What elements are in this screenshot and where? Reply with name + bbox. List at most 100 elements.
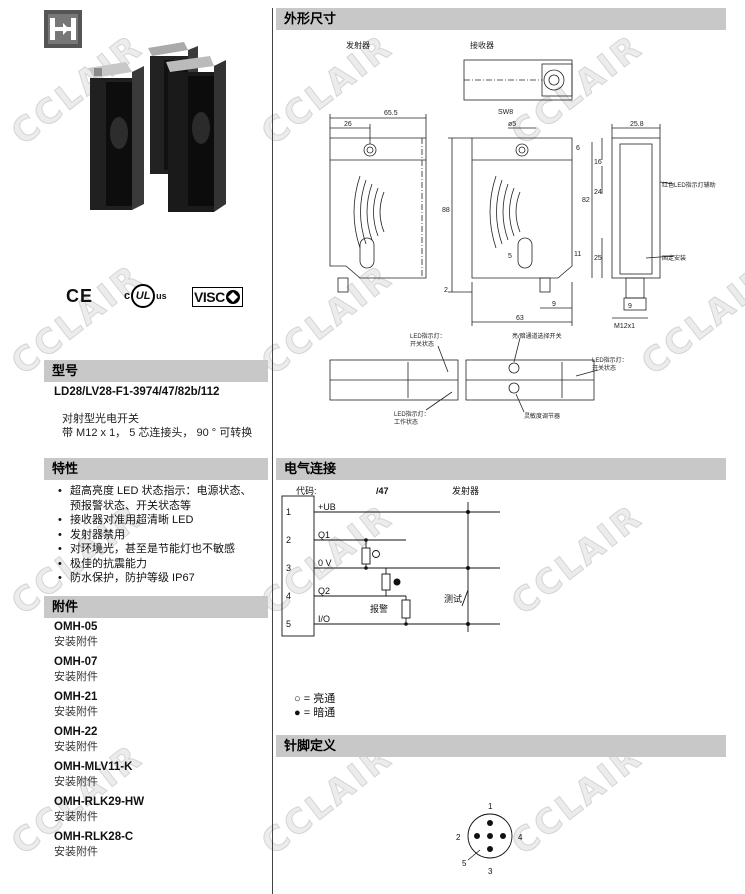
pin-2-num: 2	[286, 535, 291, 545]
ce-mark: CE	[66, 286, 94, 306]
dim-11: 11	[574, 251, 581, 258]
dim-63: 63	[516, 315, 524, 322]
accessory-name: OMH-22	[54, 726, 98, 738]
test-label: 测试	[444, 593, 462, 604]
feature-item: 预报警状态、开关状态等	[70, 499, 191, 512]
visc-label: VISC	[194, 289, 225, 305]
dimension-drawing: 发射器 接收器 65.5 26 SW8 ø5 6 25.8 16 24 82 8…	[329, 40, 716, 426]
led-switch-label-2b: 开关状态	[592, 364, 616, 372]
code-47: /47	[376, 486, 389, 496]
model-section-header: 型号	[44, 360, 268, 382]
feature-item: 超高亮度 LED 状态指示：电源状态、	[58, 484, 270, 499]
dim-25-8: 25.8	[630, 121, 644, 128]
ul-mark: c UL us	[124, 284, 167, 308]
pin-1-label: +UB	[318, 502, 336, 512]
dim-24: 24	[594, 189, 602, 196]
mount-label: 固定安装	[662, 254, 686, 262]
wiring-diagram: 代码: /47 发射器 1 +UB 2 Q1 3 0 V 4 Q2 5 I/O …	[281, 485, 500, 637]
dimensions-section-header: 外形尺寸	[276, 8, 726, 30]
accessory-desc: 安装附件	[54, 706, 98, 718]
legend-symbol-filled: ●	[294, 707, 301, 719]
accessory-name: OMH-07	[54, 656, 98, 668]
visc-symbol-icon	[225, 290, 240, 304]
pin-label-1: 1	[488, 802, 493, 811]
pin-label-3: 3	[488, 867, 493, 876]
accessory-name: OMH-MLV11-K	[54, 761, 133, 773]
product-type-icon	[44, 10, 82, 48]
pin-3-num: 3	[286, 563, 291, 573]
accessory-name: OMH-21	[54, 691, 98, 703]
dim-o5: ø5	[508, 121, 516, 128]
accessory-desc: 安装附件	[54, 671, 98, 683]
code-label: 代码:	[296, 486, 317, 496]
feature-item: 发射器禁用	[58, 528, 270, 543]
dim-sw8: SW8	[498, 109, 513, 116]
pin-2-label: Q1	[318, 530, 330, 540]
pin-label-5: 5	[462, 859, 467, 868]
dim-9-b: 9	[628, 303, 632, 310]
dim-6: 6	[576, 145, 580, 152]
accessory-item: OMH-22 安装附件	[54, 726, 264, 761]
dim-88: 88	[442, 207, 450, 214]
led-switch-label-2a: LED指示灯：	[592, 356, 628, 364]
accessory-desc: 安装附件	[54, 741, 98, 753]
accessory-list: OMH-05 安装附件 OMH-07 安装附件 OMH-21 安装附件 OMH-22 安…	[54, 621, 264, 866]
ul-us-label: us	[156, 291, 167, 301]
pin-label-4: 4	[518, 833, 523, 842]
pin-4-num: 4	[286, 591, 291, 601]
accessory-item: OMH-21 安装附件	[54, 691, 264, 726]
pin-1-num: 1	[286, 507, 291, 517]
feature-item: 极佳的抗震能力	[58, 557, 270, 572]
model-description-2: 带 M12 x 1， 5 芯连接头， 90 ° 可转换	[62, 427, 253, 439]
pin-3-label: 0 V	[318, 558, 332, 568]
dim-16: 16	[594, 159, 602, 166]
pins-section-header: 针脚定义	[276, 735, 726, 757]
visc-mark: VISC	[192, 287, 243, 307]
accessory-name: OMH-05	[54, 621, 98, 633]
accessory-desc: 安装附件	[54, 636, 98, 648]
ul-c-label: c	[124, 290, 131, 302]
pin-5-label: I/O	[318, 614, 330, 624]
led-switch-label-1b: 开关状态	[410, 340, 434, 348]
dim-26: 26	[344, 121, 352, 128]
dim-9-a: 9	[552, 301, 556, 308]
feature-item: 对环境光，甚至是节能灯也不敏感	[58, 542, 270, 557]
accessory-desc: 安装附件	[54, 776, 98, 788]
light-dark-switch-label: 亮/暗通道选择开关	[512, 332, 562, 340]
accessory-item: OMH-07 安装附件	[54, 656, 264, 691]
legend-text-open: = 亮通	[303, 693, 336, 705]
pin-label-2: 2	[456, 833, 461, 842]
feature-list: 超高亮度 LED 状态指示：电源状态、 预报警状态、开关状态等 接收器对准用超清…	[58, 484, 270, 586]
dim-25: 25	[594, 255, 602, 262]
red-led-label: 红色LED指示灯辅助	[662, 181, 716, 189]
feature-item: 防水保护，防护等级 IP67	[58, 571, 270, 586]
accessories-section-header: 附件	[44, 596, 268, 618]
accessory-item: OMH-05 安装附件	[54, 621, 264, 656]
watermark: CCLAIR	[504, 496, 652, 624]
accessory-desc: 安装附件	[54, 811, 98, 823]
electrical-section-header: 电气连接	[276, 458, 726, 480]
legend-light-on: ○ = 亮通	[294, 690, 335, 706]
pin-5-num: 5	[286, 619, 291, 629]
product-photo	[88, 42, 226, 212]
features-section-header: 特性	[44, 458, 268, 480]
dim-82: 82	[582, 197, 590, 204]
legend-dark-on: ● = 暗通	[294, 704, 335, 720]
feature-item: 接收器对准用超清晰 LED	[58, 513, 270, 528]
model-code: LD28/LV28-F1-3974/47/82b/112	[54, 386, 220, 398]
accessory-item: OMH-MLV11-K 安装附件	[54, 761, 264, 796]
legend-symbol-open: ○	[294, 693, 301, 705]
led-switch-label-1a: LED指示灯：	[410, 332, 446, 340]
legend-text-filled: = 暗通	[303, 707, 336, 719]
dim-65-5: 65.5	[384, 110, 398, 117]
sensitivity-label: 灵敏度调节器	[524, 412, 560, 420]
model-description-1: 对射型光电开关	[62, 413, 139, 425]
led-operation-label-b: 工作状态	[394, 418, 418, 426]
receiver-label: 接收器	[470, 40, 494, 50]
emitter-wiring-label: 发射器	[452, 485, 479, 496]
dim-5: 5	[508, 253, 512, 260]
accessory-name: OMH-RLK28-C	[54, 831, 134, 843]
emitter-label: 发射器	[346, 40, 370, 50]
alarm-label: 报警	[370, 603, 388, 614]
